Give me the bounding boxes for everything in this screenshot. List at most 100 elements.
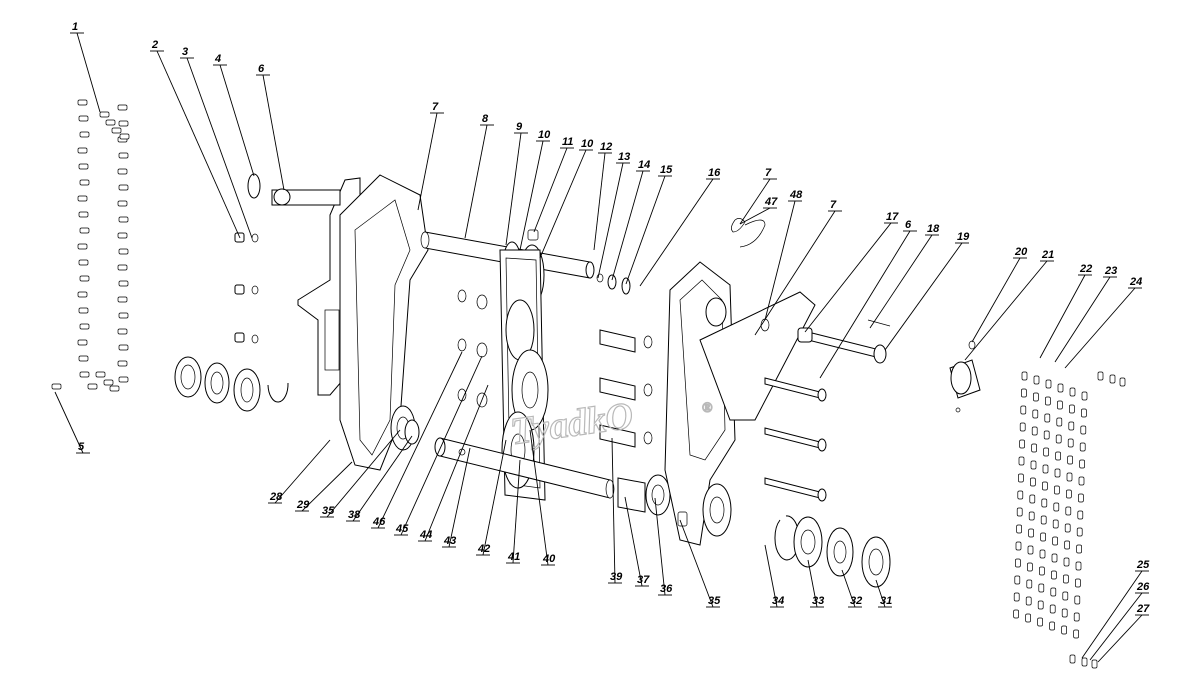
nut-icon — [1054, 485, 1060, 495]
bolt-icon — [117, 200, 128, 207]
nut-icon — [1027, 562, 1033, 572]
part-number-label: 15 — [660, 164, 673, 176]
leader-line — [512, 459, 521, 564]
spacer-set — [599, 329, 671, 516]
bolt-icon — [118, 248, 129, 255]
part-number-label: 34 — [772, 595, 784, 607]
bolt-icon — [99, 111, 110, 118]
part-number-label: 1 — [72, 21, 78, 33]
leader-line — [764, 200, 796, 321]
leader-line — [539, 149, 587, 259]
part-number-label: 18 — [927, 223, 940, 235]
drive-shaft-lower — [434, 437, 615, 499]
bolt-icon — [117, 328, 128, 335]
nut-icon — [1119, 377, 1126, 387]
nut-icon — [1075, 561, 1082, 571]
nut-icon — [1017, 490, 1024, 500]
nut-icon — [1018, 473, 1024, 483]
part-number-label: 20 — [1014, 246, 1028, 258]
leader-line — [519, 140, 544, 251]
nut-icon — [1031, 426, 1038, 436]
nut-icon — [1078, 476, 1085, 486]
part-number-label: 7 — [432, 101, 439, 113]
leader-line — [505, 132, 522, 246]
nut-icon — [1062, 591, 1069, 601]
leader-line — [597, 162, 624, 279]
bolt-icon — [117, 360, 128, 367]
leader-line — [533, 147, 568, 233]
bolt-icon — [118, 152, 129, 159]
nut-icon — [1066, 472, 1073, 482]
bolt-icon — [118, 120, 129, 127]
nut-set-right — [1013, 371, 1126, 669]
nut-icon — [1069, 404, 1075, 414]
nut-icon — [1041, 498, 1048, 508]
leader-line — [754, 210, 836, 336]
leader-line — [971, 257, 1021, 343]
nut-icon — [1061, 625, 1067, 635]
part-number-label: 3 — [182, 46, 188, 58]
nut-icon — [1016, 507, 1023, 517]
bolt-icon — [79, 371, 90, 378]
bolt-icon — [119, 133, 130, 140]
part-number-label: 21 — [1041, 249, 1054, 261]
part-number-label: 40 — [542, 553, 556, 565]
leader-line — [739, 207, 771, 225]
nut-icon — [1052, 536, 1058, 546]
bearing-stack-left — [174, 356, 289, 412]
part-number-label: 42 — [477, 543, 490, 555]
nut-icon — [1030, 460, 1037, 470]
nut-icon — [1027, 545, 1034, 555]
nut-icon — [1067, 438, 1074, 448]
part-number-label: 7 — [830, 199, 837, 211]
bolt-icon — [77, 339, 88, 346]
nut-icon — [1040, 532, 1046, 542]
nut-icon — [1064, 523, 1071, 533]
part-number-label: 41 — [507, 551, 520, 563]
nut-icon — [1016, 524, 1022, 534]
nut-icon — [1051, 570, 1057, 580]
nut-icon — [1029, 494, 1036, 504]
nut-icon — [1069, 654, 1076, 664]
bolt-icon — [117, 232, 128, 239]
washer-column — [457, 289, 488, 408]
bolt-icon — [79, 179, 90, 186]
leader-line — [417, 112, 438, 211]
part-number-label: 39 — [610, 571, 623, 583]
part-number-label: 25 — [1136, 559, 1150, 571]
leader-line — [869, 234, 933, 329]
leader-line — [807, 559, 818, 608]
bolt-set-left — [51, 99, 130, 392]
nut-column — [234, 173, 261, 344]
nut-icon — [1021, 371, 1028, 381]
leader-line — [219, 64, 255, 177]
nut-icon — [1037, 617, 1043, 627]
bolt-icon — [109, 385, 120, 392]
part-number-label: 6 — [258, 63, 265, 75]
nut-icon — [1042, 464, 1049, 474]
nut-icon — [1057, 383, 1064, 393]
bolt-icon — [117, 264, 128, 271]
leader-line — [448, 447, 471, 548]
bolt-icon — [79, 227, 90, 234]
bolt-icon — [87, 383, 98, 390]
nut-icon — [1057, 400, 1063, 410]
leader-line — [764, 544, 778, 608]
part-number-label: 14 — [638, 159, 650, 171]
leader-line — [611, 170, 644, 281]
nut-icon — [1052, 519, 1059, 529]
nut-icon — [1039, 566, 1045, 576]
watermark-registered-mark: ® — [702, 401, 713, 416]
leader-line — [1081, 570, 1143, 659]
left-chain-housing — [271, 174, 429, 471]
part-number-label: 44 — [419, 529, 432, 541]
nut-icon — [1013, 592, 1020, 602]
part-number-label: 47 — [764, 196, 778, 208]
nut-icon — [1054, 468, 1061, 478]
nut-icon — [1043, 430, 1050, 440]
bolt-icon — [77, 195, 88, 202]
leader-line — [186, 57, 253, 239]
bolt-icon — [118, 184, 129, 191]
nut-icon — [1013, 609, 1019, 619]
